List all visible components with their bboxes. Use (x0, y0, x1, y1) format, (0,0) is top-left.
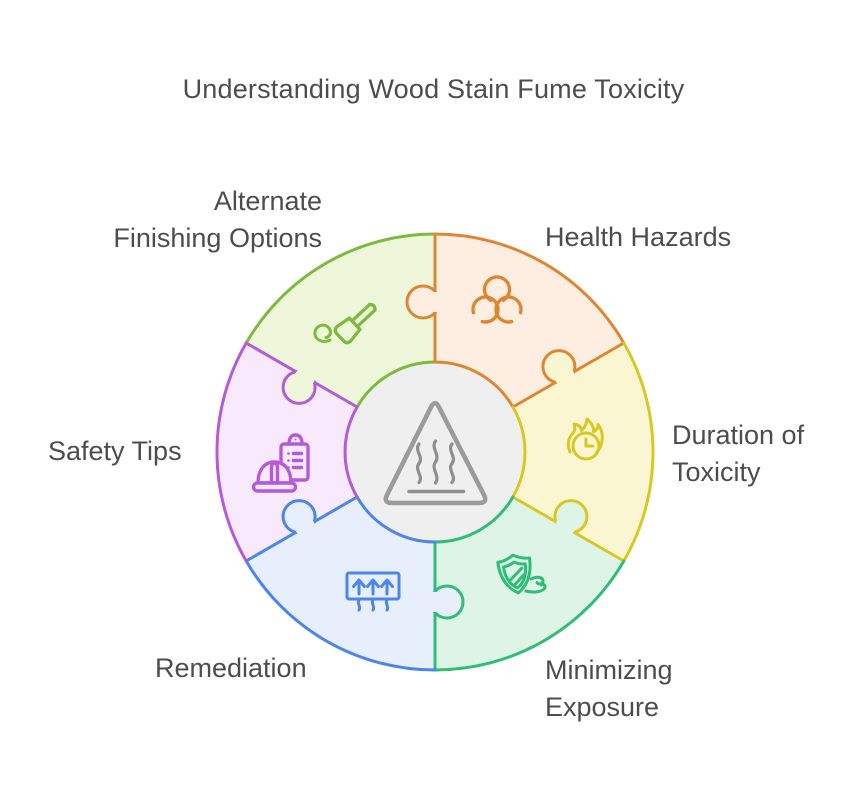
biohazard-icon (471, 275, 523, 324)
label-line: Alternate (213, 186, 322, 216)
label-line: Minimizing (545, 655, 673, 685)
segment-minimizing-exposure (435, 497, 624, 670)
inner-arc-blue (355, 495, 437, 544)
hard-hat-checklist-icon (251, 433, 310, 493)
wind-curl-top (529, 575, 545, 586)
hard-hat (251, 460, 298, 493)
clock-hands (584, 437, 595, 448)
puzzle-tab-upper-left (281, 365, 318, 405)
puzzle-tab-lower-left (281, 499, 318, 539)
inner-arc-green (355, 360, 437, 409)
segment-fills (216, 233, 654, 670)
outer-arc-teal (433, 559, 626, 672)
label-duration-of-toxicity: Duration of Toxicity (672, 417, 804, 491)
label-remediation: Remediation (155, 650, 307, 687)
label-line: Safety Tips (48, 436, 182, 466)
ventilation-grille-icon (345, 571, 401, 612)
label-line: Duration of (672, 420, 805, 450)
puzzle-tabs (281, 284, 589, 620)
vent-arrows (352, 578, 394, 612)
diagram-title: Understanding Wood Stain Fume Toxicity (182, 74, 685, 104)
segment-alternate-finishing-options (246, 234, 435, 407)
wind-curl-bottom (524, 582, 547, 594)
segment-remediation (246, 497, 435, 670)
inner-arc-orange (433, 360, 515, 409)
outer-arc-green (244, 232, 437, 345)
segment-health-hazards (435, 233, 624, 407)
hot-fumes-warning-triangle-icon (383, 400, 488, 506)
puzzle-tab-lower-right (552, 499, 589, 539)
segment-duration-of-toxicity (512, 343, 654, 561)
segment-safety-tips (216, 343, 358, 561)
label-line: Exposure (545, 692, 660, 722)
outer-arc-purple (215, 341, 248, 563)
outer-arc-blue (244, 559, 437, 672)
checklist-clipboard (279, 433, 310, 482)
label-health-hazards: Health Hazards (545, 219, 731, 256)
inner-arc-teal (433, 495, 515, 544)
inner-arc-purple (343, 405, 359, 499)
paint-swirl (313, 323, 332, 343)
puzzle-tab-top (405, 284, 443, 320)
label-alternate-finishing-options: Alternate Finishing Options (113, 183, 322, 257)
fume-waves (415, 439, 456, 485)
label-line: Remediation (155, 653, 307, 683)
label-line: Health Hazards (545, 222, 732, 252)
label-minimizing-exposure: Minimizing Exposure (545, 652, 673, 726)
paintbrush-icon (313, 302, 377, 345)
label-safety-tips: Safety Tips (48, 433, 182, 470)
label-line: Finishing Options (113, 223, 322, 253)
flame-outline (566, 417, 604, 454)
warning-triangle (383, 400, 488, 506)
flame-clock-icon (566, 417, 604, 461)
inner-arc-yellow (511, 405, 527, 499)
outer-arc-yellow (622, 341, 655, 563)
clock-face (571, 431, 601, 461)
shield-wind-icon (496, 553, 547, 595)
segment-arcs (215, 232, 655, 672)
outer-arc-orange (433, 232, 626, 345)
puzzle-tab-upper-right (541, 349, 578, 389)
label-line: Toxicity (672, 457, 761, 487)
puzzle-tab-bottom (427, 584, 465, 620)
